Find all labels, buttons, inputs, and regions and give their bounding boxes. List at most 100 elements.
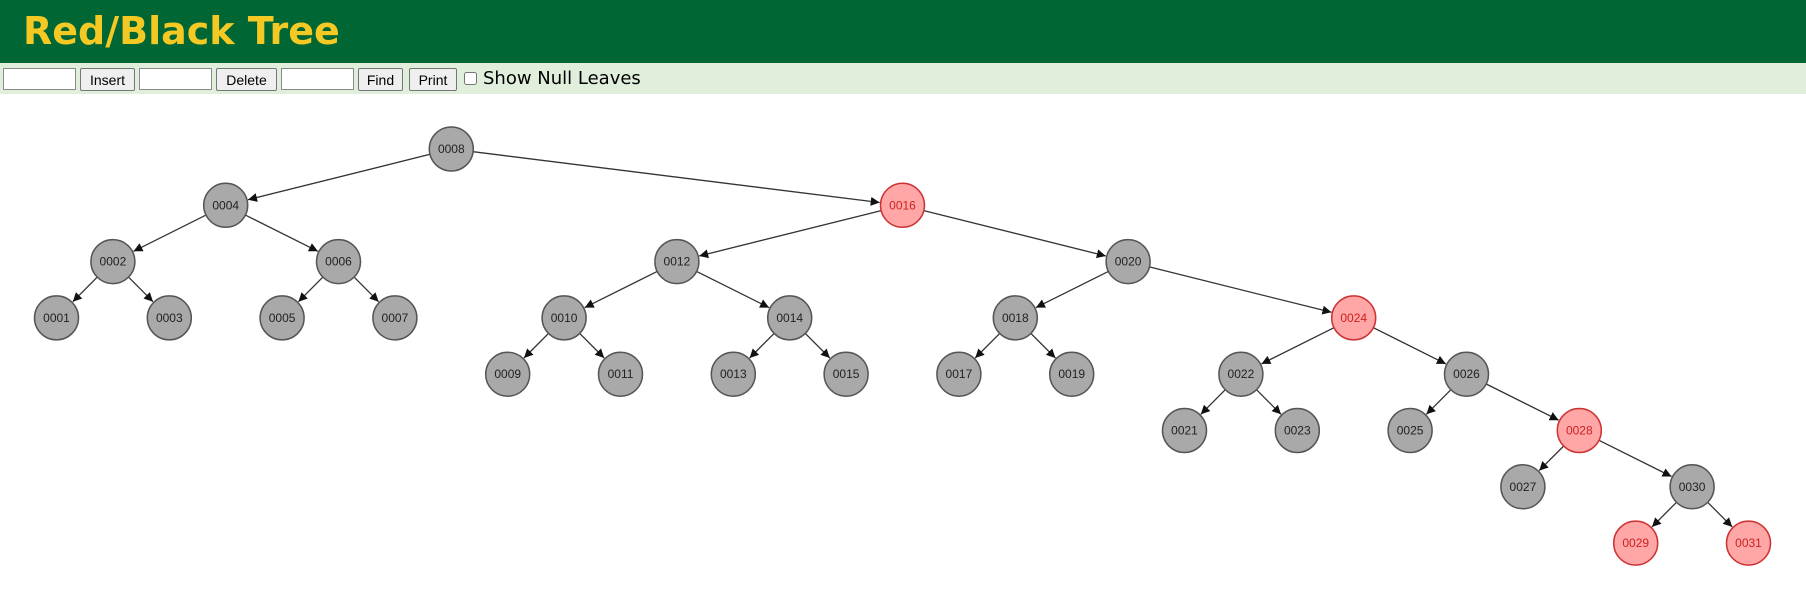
- tree-node-circle[interactable]: [1556, 407, 1603, 454]
- tree-edge-0030-0029: [1651, 501, 1677, 528]
- tree-node-label: 0021: [1171, 424, 1198, 438]
- tree-node-circle[interactable]: [1612, 520, 1659, 566]
- tree-node-0023[interactable]: 0023: [1274, 407, 1321, 454]
- tree-node-label: 0003: [156, 311, 183, 325]
- tree-node-circle[interactable]: [202, 182, 249, 229]
- tree-node-0026[interactable]: 0026: [1443, 351, 1490, 397]
- tree-node-0008[interactable]: 0008: [428, 126, 475, 172]
- tree-edge-0018-0017: [974, 332, 1001, 359]
- tree-node-label: 0009: [494, 367, 521, 381]
- tree-node-0028[interactable]: 0028: [1556, 407, 1603, 454]
- delete-input[interactable]: [139, 68, 212, 90]
- tree-node-circle[interactable]: [654, 238, 700, 285]
- tree-edge-0020-0024: [1149, 266, 1332, 315]
- tree-node-0027[interactable]: 0027: [1500, 464, 1546, 510]
- insert-input[interactable]: [3, 68, 76, 90]
- find-button[interactable]: Find: [358, 68, 403, 91]
- tree-node-0015[interactable]: 0015: [823, 351, 869, 397]
- tree-node-circle[interactable]: [1725, 520, 1772, 566]
- find-input[interactable]: [281, 68, 354, 90]
- tree-edge-0012-0014: [696, 270, 770, 309]
- tree-node-circle[interactable]: [1387, 407, 1433, 454]
- tree-node-label: 0029: [1622, 536, 1649, 550]
- tree-edge-0014-0015: [804, 332, 831, 359]
- tree-node-label: 0004: [212, 198, 239, 212]
- tree-edge-0022-0023: [1256, 389, 1282, 415]
- print-button[interactable]: Print: [409, 68, 457, 91]
- tree-node-0004[interactable]: 0004: [202, 182, 249, 229]
- tree-node-circle[interactable]: [1218, 351, 1264, 397]
- tree-node-circle[interactable]: [766, 295, 813, 341]
- tree-edge-0008-0016: [473, 151, 880, 206]
- tree-node-circle[interactable]: [90, 238, 136, 285]
- tree-node-0017[interactable]: 0017: [936, 351, 982, 397]
- tree-node-0020[interactable]: 0020: [1105, 238, 1151, 285]
- tree-node-0007[interactable]: 0007: [372, 295, 418, 341]
- tree-node-0029[interactable]: 0029: [1612, 520, 1659, 566]
- tree-edge-0002-0003: [128, 276, 154, 303]
- tree-node-circle[interactable]: [1274, 407, 1321, 454]
- tree-node-0025[interactable]: 0025: [1387, 407, 1433, 454]
- delete-button[interactable]: Delete: [216, 68, 277, 91]
- tree-node-label: 0024: [1340, 311, 1367, 325]
- tree-node-0018[interactable]: 0018: [992, 295, 1039, 341]
- tree-node-0001[interactable]: 0001: [33, 295, 80, 341]
- tree-node-0030[interactable]: 0030: [1669, 464, 1715, 510]
- tree-node-circle[interactable]: [1048, 351, 1095, 397]
- tree-node-label: 0011: [608, 367, 634, 381]
- tree-node-label: 0008: [438, 142, 465, 156]
- tree-edge-0016-0020: [923, 209, 1106, 259]
- tree-node-circle[interactable]: [823, 351, 869, 397]
- tree-node-0022[interactable]: 0022: [1218, 351, 1264, 397]
- tree-node-0016[interactable]: 0016: [879, 182, 926, 229]
- tree-node-circle[interactable]: [1105, 238, 1151, 285]
- tree-node-0009[interactable]: 0009: [484, 351, 531, 397]
- tree-node-circle[interactable]: [484, 351, 531, 397]
- tree-node-0013[interactable]: 0013: [710, 351, 757, 397]
- toolbar: Insert Delete Find Print Show Null Leave…: [0, 63, 1806, 94]
- tree-node-circle[interactable]: [33, 295, 80, 341]
- tree-node-0002[interactable]: 0002: [90, 238, 136, 285]
- tree-edge-0008-0004: [247, 153, 431, 202]
- tree-node-label: 0026: [1453, 367, 1480, 381]
- tree-node-0014[interactable]: 0014: [766, 295, 813, 341]
- tree-edge-0004-0002: [133, 214, 207, 252]
- tree-node-circle[interactable]: [428, 126, 475, 172]
- tree-node-label: 0013: [720, 367, 747, 381]
- tree-node-0010[interactable]: 0010: [541, 295, 587, 341]
- tree-node-label: 0014: [776, 311, 803, 325]
- tree-node-0011[interactable]: 0011: [597, 351, 644, 397]
- tree-node-circle[interactable]: [1500, 464, 1546, 510]
- tree-node-circle[interactable]: [372, 295, 418, 341]
- tree-node-0005[interactable]: 0005: [259, 295, 305, 341]
- tree-edge-0002-0001: [72, 276, 98, 303]
- tree-node-0021[interactable]: 0021: [1161, 407, 1208, 454]
- tree-node-circle[interactable]: [992, 295, 1039, 341]
- tree-node-0019[interactable]: 0019: [1048, 351, 1095, 397]
- tree-edge-0020-0018: [1035, 270, 1109, 309]
- tree-node-0012[interactable]: 0012: [654, 238, 700, 285]
- tree-node-0024[interactable]: 0024: [1330, 295, 1377, 341]
- tree-node-circle[interactable]: [315, 238, 362, 285]
- tree-node-circle[interactable]: [1443, 351, 1490, 397]
- show-null-leaves-label[interactable]: Show Null Leaves: [483, 68, 641, 89]
- tree-node-circle[interactable]: [541, 295, 587, 341]
- tree-node-label: 0023: [1284, 424, 1311, 438]
- tree-node-circle[interactable]: [146, 295, 193, 341]
- tree-node-circle[interactable]: [1330, 295, 1377, 341]
- tree-node-circle[interactable]: [259, 295, 305, 341]
- app-header: Red/Black Tree: [0, 0, 1806, 63]
- insert-button[interactable]: Insert: [80, 68, 135, 91]
- tree-node-0006[interactable]: 0006: [315, 238, 362, 285]
- tree-node-circle[interactable]: [1669, 464, 1715, 510]
- tree-node-circle[interactable]: [597, 351, 644, 397]
- tree-node-circle[interactable]: [1161, 407, 1208, 454]
- tree-node-0003[interactable]: 0003: [146, 295, 193, 341]
- tree-edge-0026-0025: [1425, 389, 1452, 415]
- tree-node-circle[interactable]: [936, 351, 982, 397]
- tree-node-0031[interactable]: 0031: [1725, 520, 1772, 566]
- tree-node-circle[interactable]: [879, 182, 926, 229]
- tree-node-circle[interactable]: [710, 351, 757, 397]
- show-null-leaves-checkbox[interactable]: [464, 72, 477, 85]
